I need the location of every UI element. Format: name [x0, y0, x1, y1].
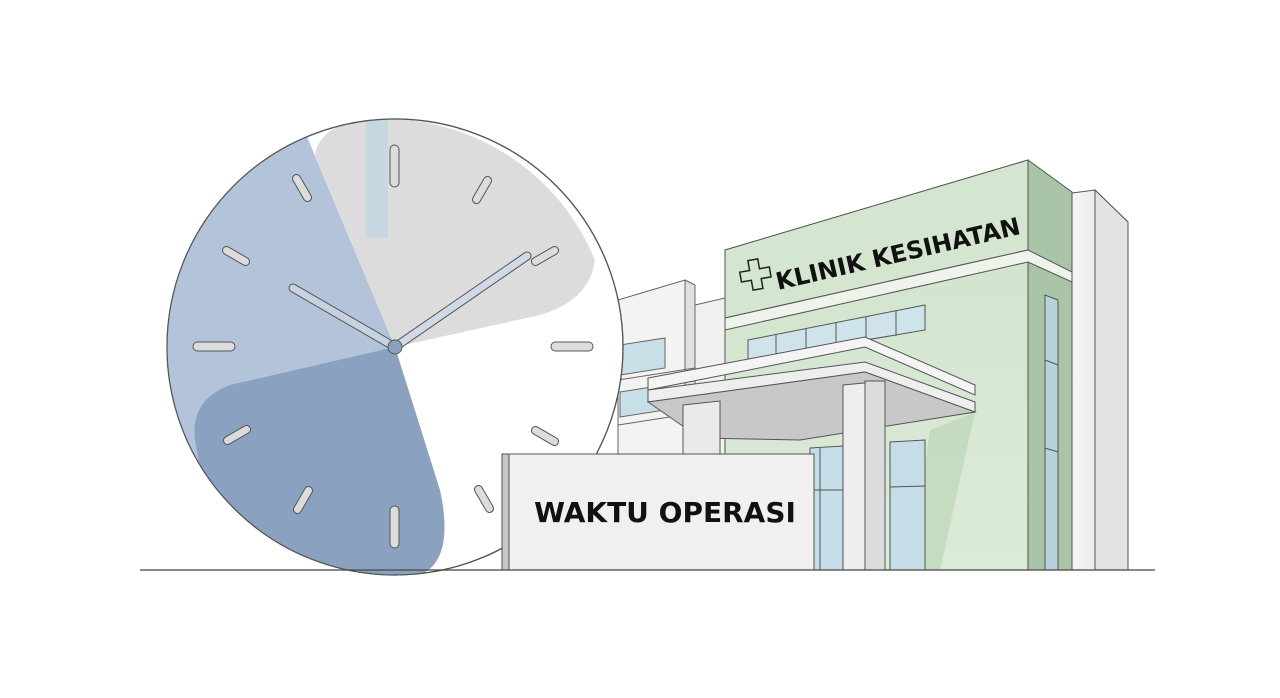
- clock-hands: [288, 251, 532, 355]
- clock-ticks: [192, 144, 594, 549]
- medical-cross-icon: [738, 258, 772, 292]
- upper-windows: [747, 304, 926, 361]
- hours-sign-text: WAKTU OPERASI: [534, 496, 796, 529]
- hours-sign: WAKTU OPERASI: [501, 453, 815, 571]
